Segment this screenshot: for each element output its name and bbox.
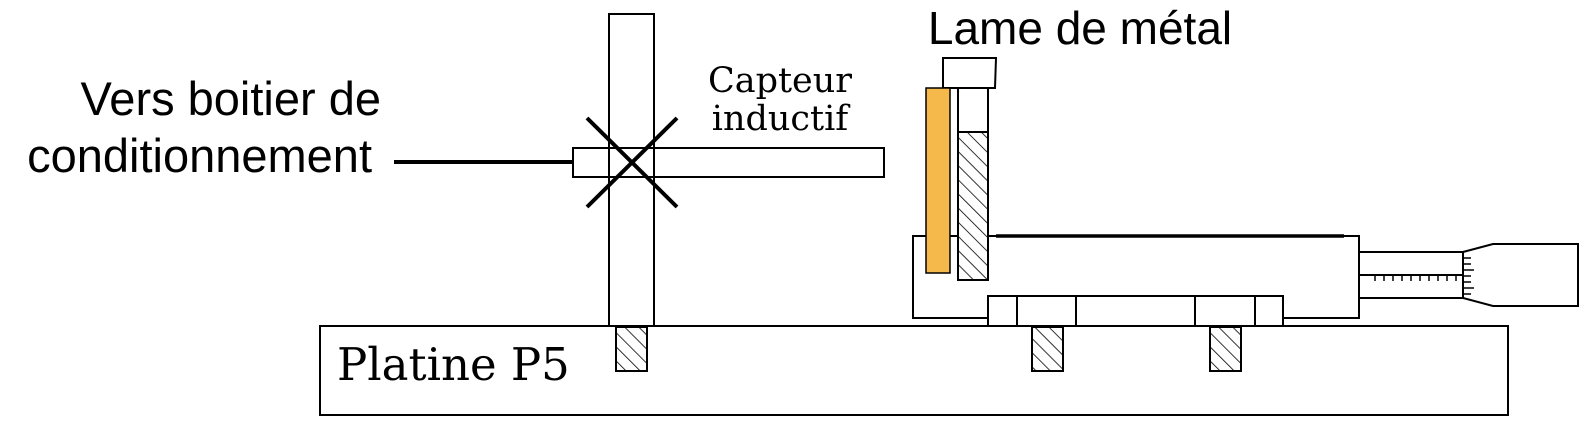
- micrometer-thimble: [1462, 243, 1579, 307]
- sensor-label-line2: inductif: [712, 99, 852, 139]
- thimble-scale: [1463, 257, 1474, 295]
- conditioning-label-line2: conditionnement: [27, 129, 372, 182]
- screw-right: [1209, 326, 1242, 372]
- platform-label: Platine P5: [337, 338, 570, 391]
- conditioning-label-line1: Vers boitier de: [81, 72, 381, 125]
- screw-left: [615, 326, 648, 372]
- blade-holder-hatch: [957, 131, 989, 281]
- blade-label: Lame de métal: [928, 2, 1232, 54]
- metal-blade: [925, 87, 951, 274]
- micrometer-scale: [1374, 275, 1457, 281]
- slide-shoe-left: [1016, 295, 1077, 327]
- screw-middle: [1031, 326, 1064, 372]
- blade-clamp-cap: [942, 57, 998, 89]
- slide-shoe-right: [1194, 295, 1256, 327]
- platform-base: [319, 325, 1509, 416]
- sensor-label-line1: Capteur: [708, 61, 852, 101]
- diagram-drawing: [319, 13, 1579, 416]
- clamp-cross-mark: [585, 116, 679, 209]
